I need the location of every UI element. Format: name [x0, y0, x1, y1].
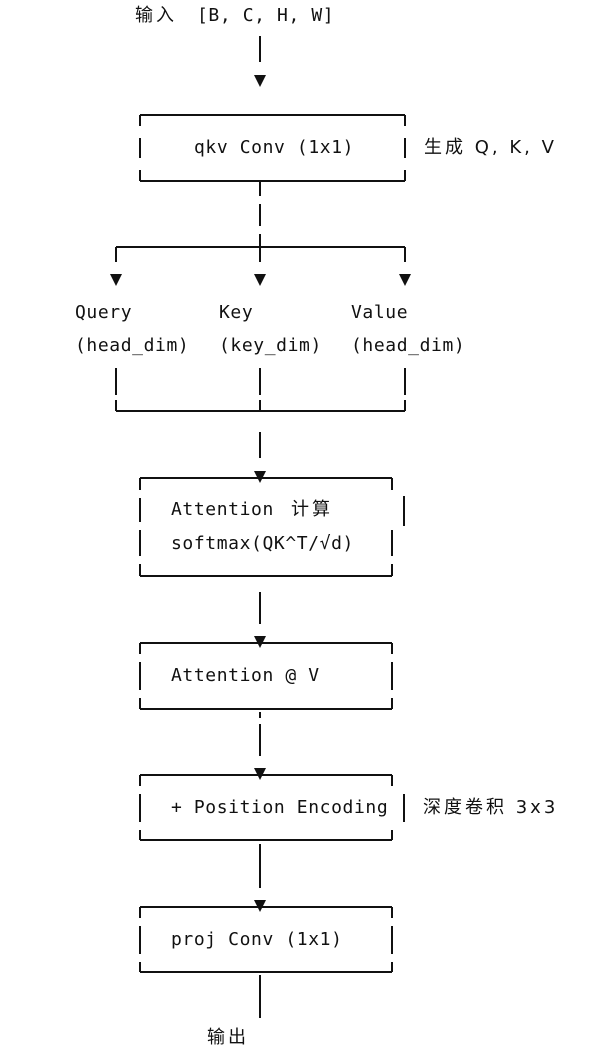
- arrow-to-qkv: [254, 75, 266, 87]
- query-dim: (head_dim): [75, 335, 190, 356]
- qkv-conv-label: qkv Conv (1x1): [194, 137, 355, 158]
- arrow-to-key: [254, 274, 266, 286]
- arrow-to-proj: [254, 900, 266, 912]
- value-label: Value: [351, 302, 409, 323]
- arrow-to-attention: [254, 471, 266, 483]
- arrow-to-query: [110, 274, 122, 286]
- key-dim: (key_dim): [219, 335, 322, 356]
- arrow-to-position: [254, 768, 266, 780]
- softmax-formula: softmax(QK^T/√d): [171, 533, 354, 554]
- query-label: Query: [75, 302, 133, 323]
- attention-v-box: [139, 642, 393, 710]
- attention-v-label: Attention @ V: [171, 665, 320, 686]
- arrow-to-value: [399, 274, 411, 286]
- input-shape: [B, C, H, W]: [197, 5, 335, 26]
- input-label: 输入: [135, 5, 177, 26]
- qkv-box: [139, 114, 406, 182]
- proj-box: [139, 906, 393, 973]
- key-label: Key: [219, 302, 254, 323]
- arrow-to-attention-v: [254, 636, 266, 648]
- position-encoding-label: + Position Encoding: [171, 797, 389, 818]
- position-note: 深度卷积 3x3: [423, 797, 559, 818]
- attention-compute-box: [139, 477, 405, 577]
- attention-compute-suffix: 计算: [291, 499, 333, 520]
- output-label: 输出: [207, 1027, 249, 1048]
- attention-compute-prefix: Attention: [171, 499, 274, 520]
- position-encoding-box: [139, 774, 405, 841]
- proj-conv-label: proj Conv (1x1): [171, 929, 343, 950]
- value-dim: (head_dim): [351, 335, 466, 356]
- qkv-note: 生成 Q, K, V: [424, 137, 557, 158]
